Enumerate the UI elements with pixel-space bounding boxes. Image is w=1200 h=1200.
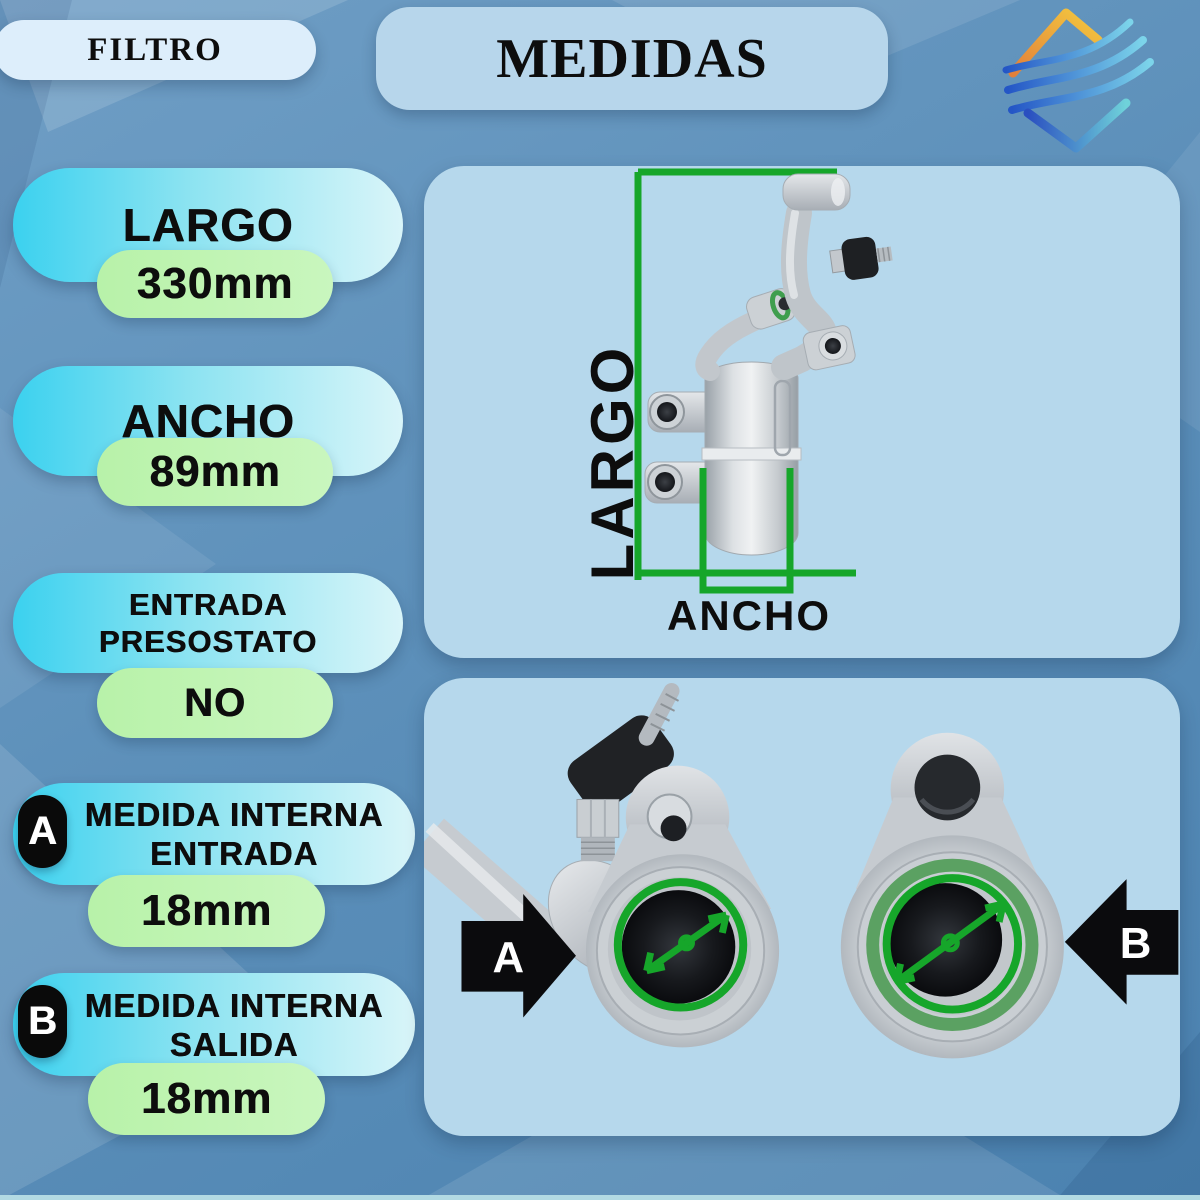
largo-diagram-label: LARGO xyxy=(579,344,646,581)
largo-measure-lines xyxy=(634,168,856,580)
spec-medida-entrada-line2: ENTRADA xyxy=(149,835,319,872)
spec-medida-salida-value-pill: 18mm xyxy=(88,1063,325,1135)
spec-medida-salida-line1: MEDIDA INTERNA xyxy=(84,986,384,1024)
brand-logo-icon xyxy=(1002,8,1154,153)
spec-medida-entrada-value: 18mm xyxy=(140,886,273,935)
port-a-arrow-letter: A xyxy=(492,933,524,982)
bottom-edge-strip xyxy=(0,1195,1200,1200)
spec-presostato-value: NO xyxy=(184,680,246,725)
spec-medida-salida-value: 18mm xyxy=(140,1074,273,1123)
spec-medida-entrada-value-pill: 18mm xyxy=(88,875,325,947)
tube-highlight xyxy=(786,209,799,299)
port-b-diameter-annotation xyxy=(882,874,1023,1014)
spec-ancho-value-pill: 89mm xyxy=(97,438,333,506)
hex-nut xyxy=(576,798,620,838)
spec-largo-value-pill: 330mm xyxy=(97,250,333,318)
port-b-badge: B xyxy=(18,985,67,1058)
spec-presostato-line2: PRESOSTATO xyxy=(98,624,318,659)
spec-presostato-value-pill: NO xyxy=(97,668,333,738)
spec-largo-label: LARGO xyxy=(122,199,294,251)
port-a-diameter-annotation xyxy=(613,878,748,1012)
inlet-tube xyxy=(695,311,764,381)
port-a-badge-letter: A xyxy=(28,809,57,853)
spec-medida-entrada: MEDIDA INTERNA ENTRADA xyxy=(13,783,415,885)
rubber-mount xyxy=(829,236,893,280)
category-pill: FILTRO xyxy=(0,20,316,80)
spec-ancho-value: 89mm xyxy=(149,447,281,496)
spec-medida-salida-line2: SALIDA xyxy=(169,1025,299,1063)
port-b-oring xyxy=(866,858,1039,1031)
port-a-arrow: A xyxy=(461,894,576,1018)
port-a-photo xyxy=(424,682,780,1048)
port-b-badge-letter: B xyxy=(28,999,57,1043)
top-fitting-cap xyxy=(782,173,851,211)
port-b-arrow-letter: B xyxy=(1120,919,1152,968)
drier-canister xyxy=(701,361,802,556)
spec-largo: LARGO xyxy=(13,168,403,282)
spec-largo-value: 330mm xyxy=(136,259,294,308)
port-b-arrow: B xyxy=(1064,879,1179,1005)
page-title: MEDIDAS xyxy=(376,7,888,110)
spec-medida-entrada-line1: MEDIDA INTERNA xyxy=(84,796,384,833)
spec-medida-salida: MEDIDA INTERNA SALIDA xyxy=(13,973,415,1076)
tube-flange xyxy=(802,325,856,371)
ports-diagram: A B xyxy=(424,682,1179,1059)
port-a-badge: A xyxy=(18,795,67,868)
category-label: FILTRO xyxy=(87,31,223,68)
port-a-stud xyxy=(638,682,680,746)
page-title-label: MEDIDAS xyxy=(496,27,768,90)
canister-slot xyxy=(773,379,792,457)
spec-presostato: ENTRADA PRESOSTATO xyxy=(13,573,403,673)
spec-ancho: ANCHO xyxy=(13,366,403,476)
port-b-photo xyxy=(840,732,1064,1059)
spec-presostato-line1: ENTRADA xyxy=(128,587,288,622)
flange-bolt-hole xyxy=(914,754,981,821)
flange-bolt-hole xyxy=(660,815,687,842)
measurement-photo-panel: LARGO xyxy=(424,166,1180,658)
drier-measurement-diagram: LARGO xyxy=(579,168,893,639)
ports-photo-panel: A B xyxy=(424,678,1180,1136)
ancho-measure-lines xyxy=(699,468,794,594)
ancho-diagram-label: ANCHO xyxy=(667,592,831,639)
